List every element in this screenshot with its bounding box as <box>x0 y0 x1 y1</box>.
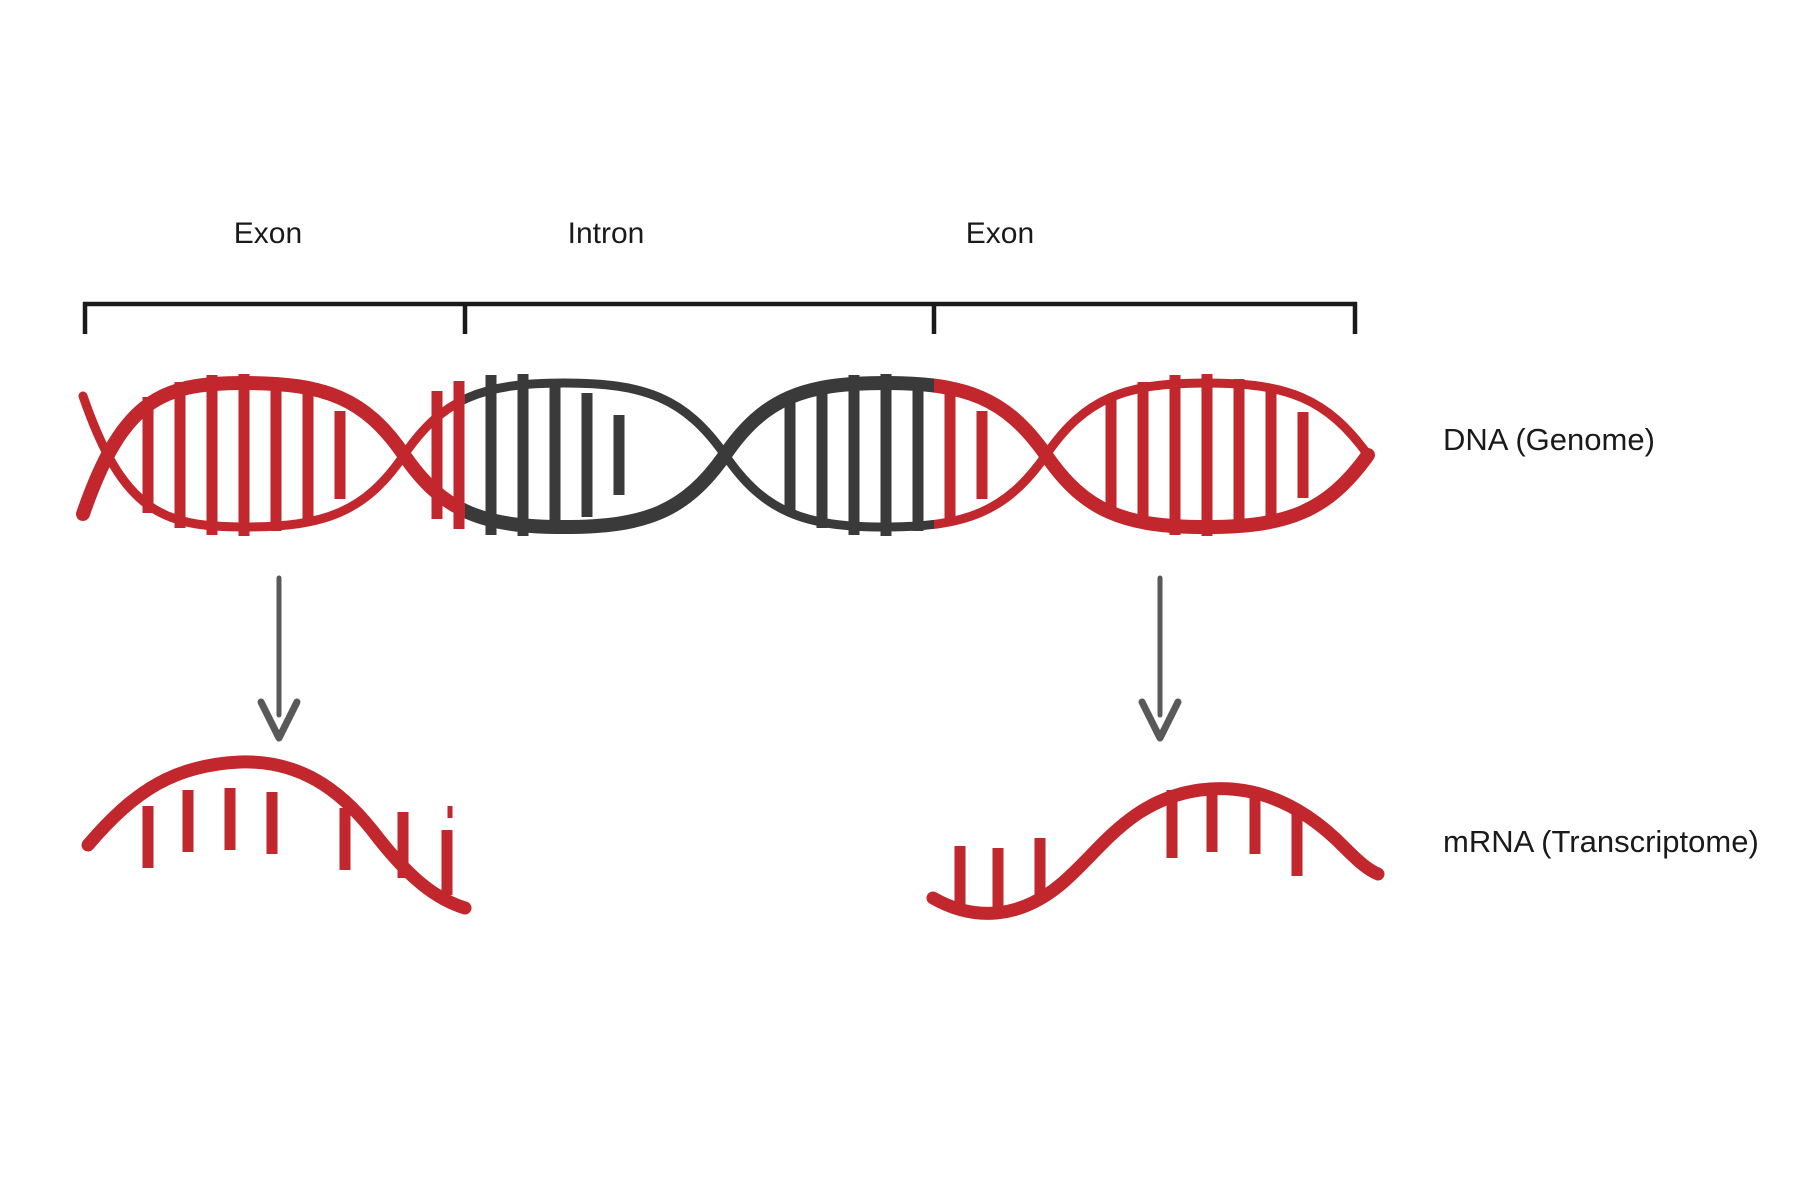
row-label-mrna: mRNA (Transcriptome) <box>1443 824 1759 859</box>
mrna-strand-right <box>926 782 1385 920</box>
segment-label-exon-left: Exon <box>234 217 302 250</box>
mrna-right-rungs <box>954 790 1303 910</box>
transcription-arrow-right <box>1138 575 1182 742</box>
row-label-group: DNA (Genome) mRNA (Transcriptome) <box>1443 422 1759 859</box>
transcription-arrow-left <box>257 575 301 742</box>
helix-strand-b <box>78 378 1373 532</box>
segment-label-group: Exon Intron Exon <box>234 217 1034 250</box>
mrna-right-backbone <box>926 782 1385 920</box>
segment-label-intron: Intron <box>568 217 645 250</box>
dna-double-helix <box>76 374 1375 536</box>
transcription-arrows <box>257 575 1182 742</box>
mrna-left-backbone <box>81 755 472 915</box>
row-label-dna: DNA (Genome) <box>1443 422 1655 457</box>
gene-structure-bracket <box>82 301 1358 334</box>
mrna-left-rungs <box>142 788 453 895</box>
segment-label-exon-right: Exon <box>966 217 1034 250</box>
mrna-strand-left <box>81 755 472 915</box>
